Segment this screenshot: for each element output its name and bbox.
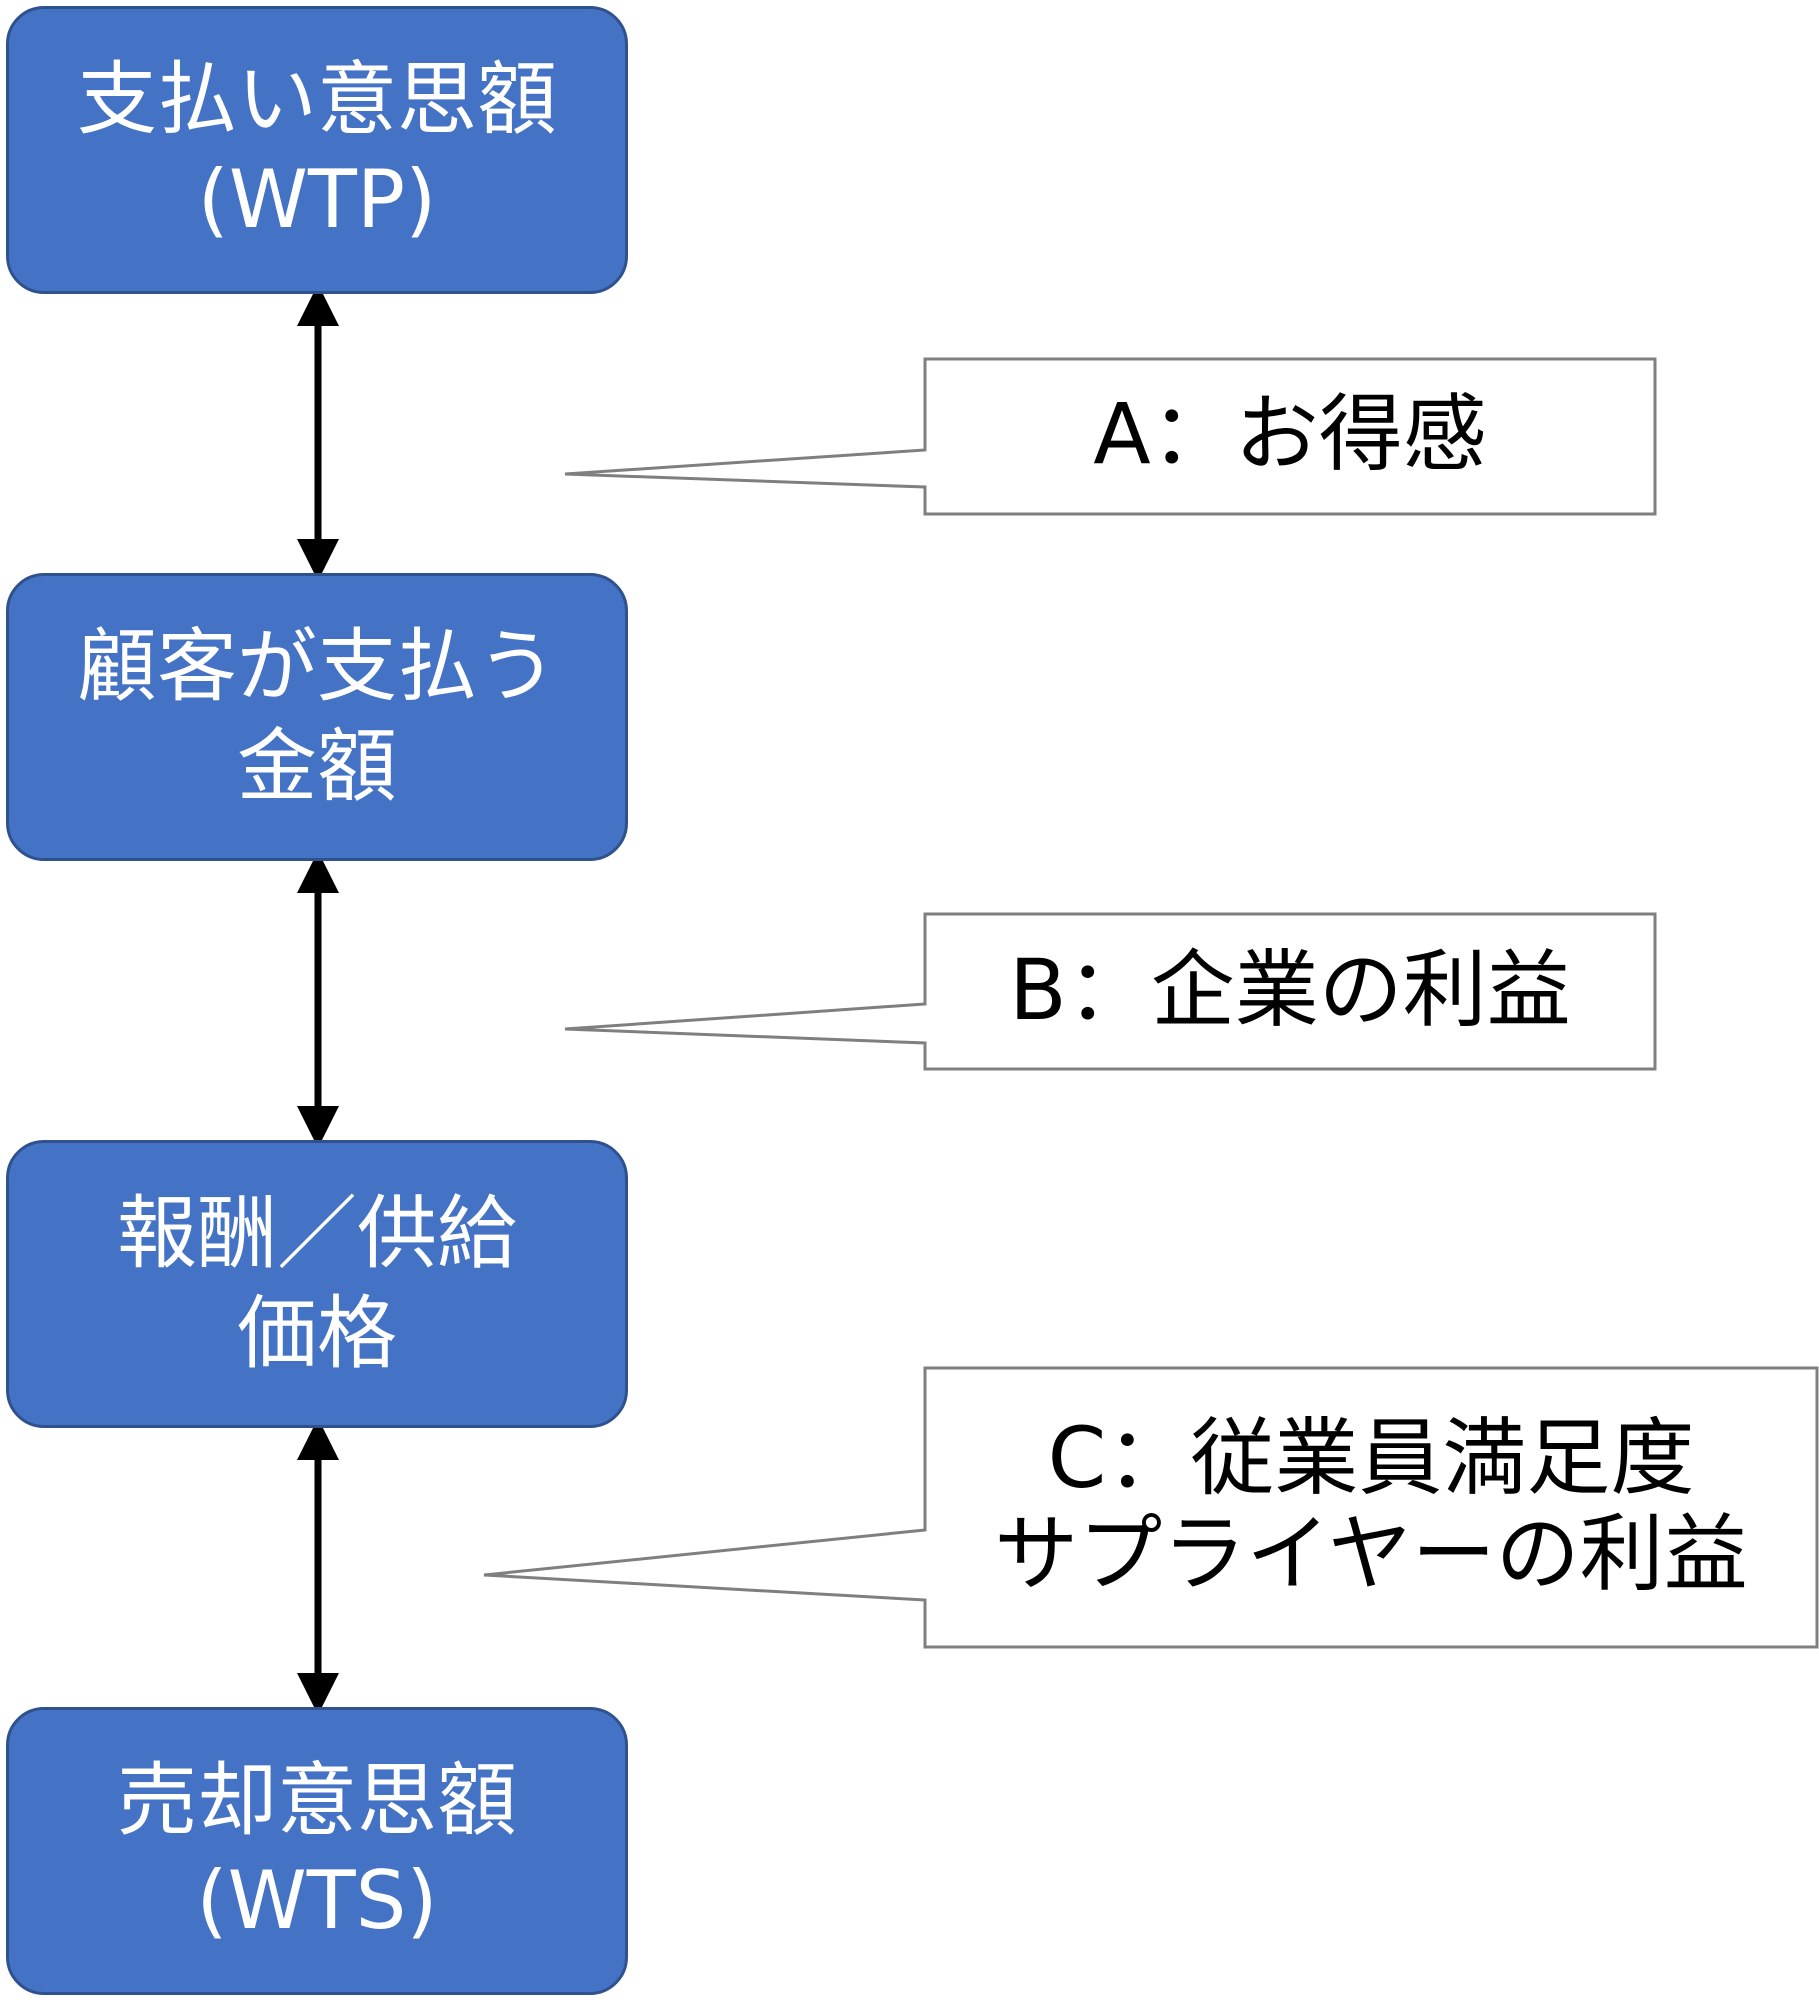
supply-cost-box: 報酬／供給 価格 [6,1140,628,1428]
callout-c-line1: C：従業員満足度 [1047,1409,1695,1507]
wtp-box: 支払い意思額 (WTP) [6,6,628,294]
wts-box: 売却意思額 (WTS) [6,1707,628,1995]
callout-c-label: C：従業員満足度 サプライヤーの利益 [925,1410,1817,1602]
wts-box-line1: 売却意思額 [117,1754,517,1847]
callout-c-box [483,1366,1819,1649]
callout-a-line1: A：お得感 [1093,385,1487,483]
customer-price-box-line1: 顧客が支払う [77,620,557,713]
callout-b-line1: B：企業の利益 [1009,941,1571,1039]
callout-a-box [564,357,1657,516]
callout-c-line2: サプライヤーの利益 [994,1505,1748,1603]
callout-a-label: A：お得感 [925,386,1655,482]
callout-b-box [564,912,1657,1071]
wtp-box-line1: 支払い意思額 [77,53,557,146]
customer-price-box: 顧客が支払う 金額 [6,573,628,861]
supply-cost-box-line2: 価格 [237,1287,397,1380]
wtp-box-line2: (WTP) [197,153,437,246]
callout-b-label: B：企業の利益 [925,942,1655,1038]
wts-box-line2: (WTS) [196,1854,438,1947]
supply-cost-box-line1: 報酬／供給 [117,1187,517,1280]
customer-price-box-line2: 金額 [237,720,397,813]
